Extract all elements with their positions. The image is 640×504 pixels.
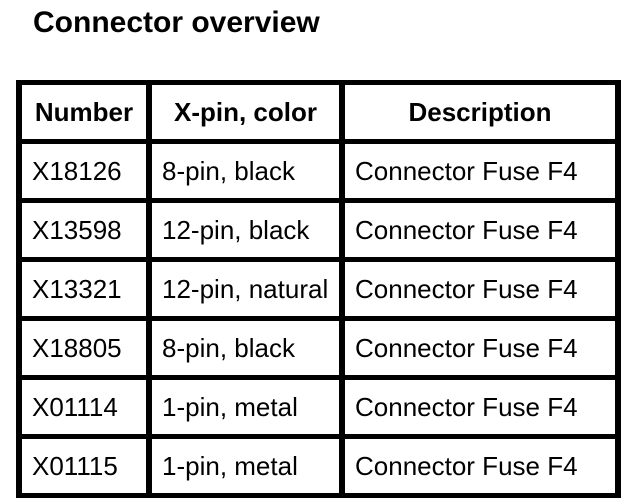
table-row: X18805 8-pin, black Connector Fuse F4 (16, 316, 621, 380)
column-header-pin-color: X-pin, color (146, 80, 345, 144)
cell-number: X13321 (16, 257, 152, 321)
cell-pin-color: 8-pin, black (146, 316, 345, 380)
cell-description: Connector Fuse F4 (339, 316, 621, 380)
cell-pin-color: 1-pin, metal (146, 375, 345, 439)
table-row: X01115 1-pin, metal Connector Fuse F4 (16, 434, 621, 498)
cell-number: X18126 (16, 139, 152, 203)
cell-description: Connector Fuse F4 (339, 139, 621, 203)
cell-description: Connector Fuse F4 (339, 257, 621, 321)
cell-number: X01114 (16, 375, 152, 439)
cell-pin-color: 1-pin, metal (146, 434, 345, 498)
cell-number: X18805 (16, 316, 152, 380)
connector-overview-table: Number X-pin, color Description X18126 8… (16, 80, 621, 498)
cell-pin-color: 12-pin, black (146, 198, 345, 262)
cell-pin-color: 8-pin, black (146, 139, 345, 203)
table-row: X18126 8-pin, black Connector Fuse F4 (16, 139, 621, 203)
cell-description: Connector Fuse F4 (339, 198, 621, 262)
table-row: X13598 12-pin, black Connector Fuse F4 (16, 198, 621, 262)
cell-description: Connector Fuse F4 (339, 434, 621, 498)
table-header-row: Number X-pin, color Description (16, 80, 621, 144)
column-header-description: Description (339, 80, 621, 144)
cell-number: X13598 (16, 198, 152, 262)
cell-number: X01115 (16, 434, 152, 498)
cell-description: Connector Fuse F4 (339, 375, 621, 439)
table-row: X01114 1-pin, metal Connector Fuse F4 (16, 375, 621, 439)
cell-pin-color: 12-pin, natural (146, 257, 345, 321)
table-row: X13321 12-pin, natural Connector Fuse F4 (16, 257, 621, 321)
column-header-number: Number (16, 80, 152, 144)
page-title: Connector overview (33, 6, 320, 39)
